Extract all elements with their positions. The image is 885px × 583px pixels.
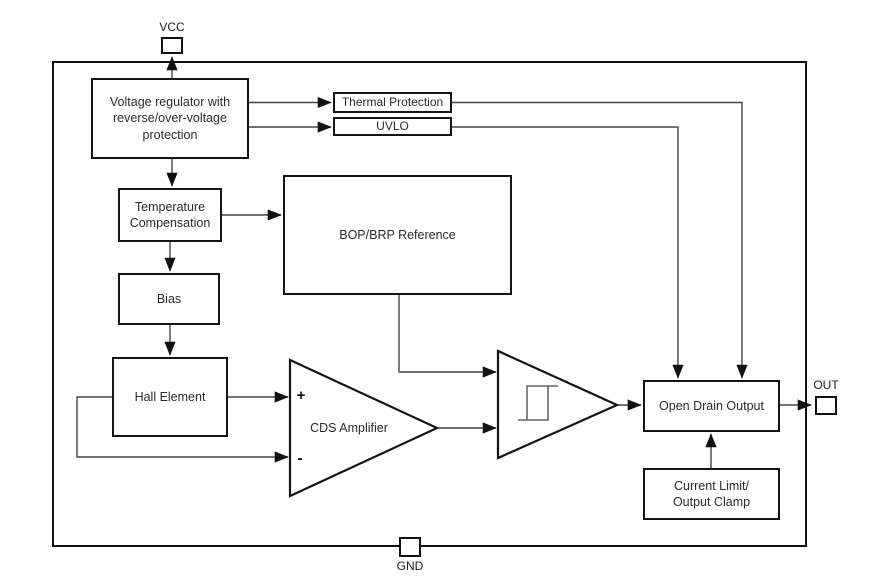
block-current-limit-output-clamp: Current Limit/ Output Clamp — [643, 468, 780, 520]
block-hall-element: Hall Element — [112, 357, 228, 437]
vcc-pin-label: VCC — [159, 20, 185, 34]
block-hall-element-label: Hall Element — [134, 389, 206, 404]
block-open-drain-output-label: Open Drain Output — [659, 398, 764, 413]
block-bop-brp-reference: BOP/BRP Reference — [283, 175, 512, 295]
block-bop-brp-reference-label: BOP/BRP Reference — [339, 227, 456, 242]
block-bias: Bias — [118, 273, 220, 325]
block-thermal-protection: Thermal Protection — [333, 92, 452, 113]
gnd-pin — [399, 537, 421, 557]
block-thermal-protection-label: Thermal Protection — [341, 94, 444, 109]
wire-thermal-to-open-drain — [452, 101, 748, 379]
block-uvlo: UVLO — [333, 117, 452, 136]
out-pin — [815, 396, 837, 415]
block-current-limit-output-clamp-label: Current Limit/ Output Clamp — [672, 478, 751, 509]
wire-uvlo-to-open-drain — [452, 126, 684, 379]
hysteresis-icon — [518, 386, 549, 421]
cds-minus-input-label: - — [297, 450, 303, 467]
block-open-drain-output: Open Drain Output — [643, 380, 780, 432]
gnd-pin-label: GND — [396, 559, 424, 573]
cds-amplifier-label: CDS Amplifier — [310, 421, 388, 435]
out-pin-label: OUT — [813, 378, 839, 392]
block-voltage-regulator-label: Voltage regulator with reverse/over-volt… — [109, 95, 231, 142]
wire-bop-brp-to-schmitt — [398, 295, 497, 378]
block-voltage-regulator: Voltage regulator with reverse/over-volt… — [91, 78, 249, 159]
cds-plus-input-label: + — [296, 387, 306, 404]
block-temperature-compensation-label: Temperature Compensation — [129, 199, 211, 230]
cds-amplifier-triangle — [288, 358, 440, 498]
schmitt-trigger-triangle — [496, 349, 620, 460]
block-temperature-compensation: Temperature Compensation — [118, 188, 222, 242]
hysteresis-icon — [526, 385, 558, 420]
block-uvlo-label: UVLO — [376, 118, 409, 133]
block-bias-label: Bias — [156, 291, 182, 306]
wire-hall-to-cds-minus — [76, 396, 289, 463]
vcc-pin — [161, 37, 183, 54]
chip-boundary — [52, 61, 807, 547]
